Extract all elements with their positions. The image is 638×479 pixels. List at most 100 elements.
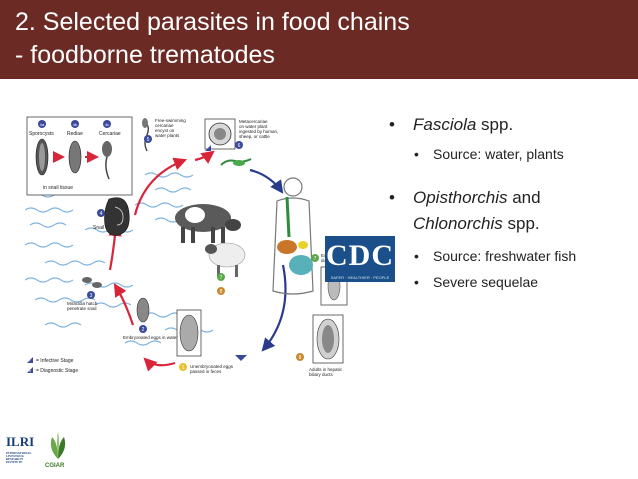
metacercaria-core-icon: [214, 128, 226, 140]
embryonated-label: Embryonated eggs in water: [123, 335, 178, 340]
cow-leg-2: [191, 227, 195, 243]
miracidium-icon-1: [82, 277, 92, 283]
stage-8-marker: [217, 287, 225, 295]
stage-5-group: 5 Free-swimming cercariae encyst on wate…: [142, 118, 186, 152]
cow-leg-3: [211, 227, 215, 243]
sub-bullet-text: Source: water, plants: [433, 146, 564, 162]
metacercariae-group: 6 Metacercariae on water plant ingested …: [204, 118, 278, 166]
miracidia-l2: penetrate snail: [67, 306, 97, 311]
legend-diagnostic-letter: d: [29, 369, 31, 373]
ilri-logo-text: ILRI: [6, 434, 35, 449]
opisthorchis-name: Opisthorchis: [413, 188, 508, 207]
meta-l4: sheep, or cattle: [239, 134, 270, 139]
plant-leaf-icon: [233, 160, 245, 166]
sub-bullet-sequelae: • Severe sequelae: [389, 272, 629, 292]
title-bar: 2. Selected parasites in food chains - f…: [0, 0, 638, 79]
diagnostic-marker-a: [235, 355, 247, 361]
stage-8b-number: 8: [299, 355, 302, 361]
cdc-logo-text: CDC: [326, 239, 394, 272]
cercaria-tail-icon: [105, 156, 110, 180]
cow-spot-icon: [185, 207, 205, 223]
stage-4-number: 4: [100, 211, 103, 217]
stage-4b-marker: [71, 120, 79, 128]
bullet-opisthorchis: • Opisthorchis and Chlonorchis spp.: [389, 185, 629, 237]
stage-8b-marker: [296, 353, 304, 361]
intestine-icon: [289, 255, 313, 275]
stage-5-marker: [144, 135, 152, 143]
cow-leg-4: [221, 227, 225, 243]
free-swim-l2: cercariae: [155, 123, 174, 128]
stage-4-marker: [97, 209, 105, 217]
sporocysts-label: Sporocysts: [29, 131, 54, 137]
stage-7-number: 7: [220, 275, 223, 281]
miracidia-group: 3 Miracidia hatch penetrate snail: [67, 277, 102, 311]
cdc-tagline: SAFER · HEALTHIER · PEOPLE: [330, 275, 390, 280]
infective-marker-a: [205, 145, 211, 151]
gallbladder-icon: [298, 241, 308, 249]
ilri-logo: ILRI INTERNATIONAL LIVESTOCK RESEARCH IN…: [6, 434, 36, 472]
stage-6-number: 6: [238, 143, 241, 149]
legend-infective-letter: i: [30, 359, 31, 363]
snail-group: 4 Snail: [93, 197, 130, 236]
bullet-dot: •: [414, 146, 419, 162]
stage-3-marker: [87, 291, 95, 299]
legend-diagnostic-marker: [27, 367, 33, 373]
cgiar-logo-text: CGIAR: [45, 463, 65, 469]
sheep-leg-2: [235, 265, 238, 277]
chlonorchis-name: Chlonorchis: [413, 214, 503, 233]
sub-bullet-water-plants: • Source: water, plants: [389, 144, 629, 164]
redia-icon: [68, 140, 82, 174]
sporocyst-inner-icon: [39, 143, 45, 171]
ilri-subtitle: INTERNATIONAL LIVESTOCK RESEARCH INSTITU…: [6, 451, 32, 464]
arrow-snail-to-cercariae: [133, 157, 188, 216]
stage-1-marker: [179, 363, 187, 371]
legend-diagnostic-label: = Diagnostic Stage: [36, 368, 78, 374]
snail-spiral-icon: [114, 206, 124, 226]
stage-4a-marker: [38, 120, 46, 128]
opisthorchis-middle: and: [507, 188, 541, 207]
cgiar-leaf-icon: [50, 431, 66, 459]
slide-title: 2. Selected parasites in food chains - f…: [15, 6, 625, 72]
title-line-1: 2. Selected parasites in food chains: [15, 8, 410, 36]
sheep-head-icon: [205, 244, 217, 254]
rediae-label: Rediae: [67, 131, 83, 137]
free-cercaria-head-icon: [142, 118, 148, 128]
stage-4b-number: 4b: [73, 122, 78, 127]
title-line-2: - foodborne trematodes: [15, 41, 275, 69]
stage-5-number: 5: [147, 137, 150, 143]
snail-shell-icon: [104, 197, 130, 236]
legend-infective-label: = Infective Stage: [36, 358, 74, 364]
stage-legend: i = Infective Stage d = Diagnostic Stage: [27, 357, 78, 374]
bullet-list: • Fasciola spp. • Source: water, plants …: [389, 112, 629, 292]
stage-8-number: 8: [220, 289, 223, 295]
meta-l3: ingested by human,: [239, 129, 278, 134]
fasciola-name: Fasciola: [413, 115, 477, 134]
stage-4c-marker: [103, 120, 111, 128]
sub-bullet-text: Severe sequelae: [433, 274, 539, 290]
chlonorchis-rest: spp.: [502, 214, 540, 233]
bullet-dot: •: [389, 115, 395, 134]
sub-bullet-text: Source: freshwater fish: [433, 248, 577, 264]
free-swim-l1: Free-swimming: [155, 118, 186, 123]
unemb-l1: Unembryonated eggs: [190, 364, 234, 369]
sheep-group: 7 8: [205, 242, 246, 295]
sheep-body-icon: [208, 242, 246, 268]
meta-l2: on water plant: [239, 124, 268, 129]
stage-7b-marker: [311, 254, 319, 262]
cow-group: [175, 204, 241, 243]
stage-1-number: 1: [182, 365, 185, 371]
arrow-host-to-eggs: [261, 264, 287, 352]
meta-l1: Metacercariae: [239, 119, 268, 124]
lifecycle-diagram: 4a 4b 4c Sporocysts Rediae Cercariae in …: [25, 115, 395, 385]
arrow-to-miracidia: [113, 283, 135, 326]
human-head-icon: [283, 177, 303, 197]
miracidia-l1: Miracidia hatch: [67, 301, 98, 306]
in-snail-label: in snail tissue: [43, 185, 73, 191]
stage-4c-number: 4c: [105, 122, 109, 127]
adult-fluke-inner-icon: [322, 325, 334, 353]
stage-6-marker: [235, 141, 243, 149]
snail-label: Snail: [93, 225, 104, 231]
cercaria-body-icon: [102, 141, 112, 157]
cow-head-icon: [225, 219, 241, 231]
esophagus-icon: [285, 196, 291, 238]
